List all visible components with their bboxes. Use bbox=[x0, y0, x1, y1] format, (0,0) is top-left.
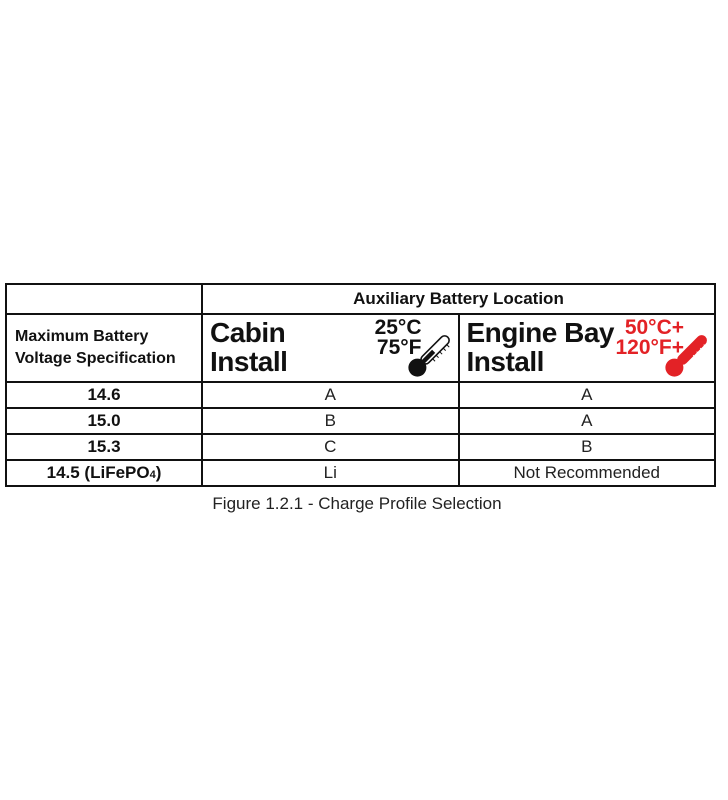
thermometer-icon bbox=[665, 335, 707, 377]
cabin-install-label: Cabin Install bbox=[210, 317, 288, 377]
table-row: 15.0 B A bbox=[5, 407, 716, 435]
voltage-cell: 14.6 bbox=[5, 381, 203, 409]
engine-temp-f: 120°F+ bbox=[615, 336, 684, 359]
voltage-subscript: 4 bbox=[149, 469, 156, 481]
spec-header-line2: Voltage Specification bbox=[15, 350, 176, 367]
cabin-label-line1: Cabin bbox=[210, 317, 286, 348]
engine-temperature: 50°C+ 120°F+ bbox=[615, 316, 684, 359]
voltage-cell: 14.5 (LiFePO4) bbox=[5, 459, 203, 487]
engine-profile-cell: Not Recommended bbox=[457, 459, 716, 487]
cabin-temp-c: 25°C bbox=[374, 316, 422, 339]
table-row: 15.3 C B bbox=[5, 433, 716, 461]
engine-profile-cell: A bbox=[457, 407, 716, 435]
cabin-temp-f: 75°F bbox=[376, 336, 422, 359]
cabin-install-header: Cabin Install 25°C 75°F bbox=[201, 313, 460, 383]
spec-header-line1: Maximum Battery bbox=[15, 328, 149, 345]
spec-header: Maximum Battery Voltage Specification bbox=[5, 313, 203, 383]
engine-temp-c: 50°C+ bbox=[624, 316, 684, 339]
cabin-label-line2: Install bbox=[210, 346, 288, 377]
table-subheader-row: Maximum Battery Voltage Specification Ca… bbox=[5, 313, 716, 383]
engine-label-line1: Engine Bay bbox=[466, 317, 615, 348]
empty-corner-cell bbox=[5, 283, 203, 315]
cabin-profile-cell: Li bbox=[201, 459, 460, 487]
table-row: 14.5 (LiFePO4) Li Not Recommended bbox=[5, 459, 716, 487]
engine-bay-install-label: Engine Bay Install bbox=[466, 317, 615, 377]
charge-profile-table: Auxiliary Battery Location Maximum Batte… bbox=[5, 283, 716, 487]
engine-profile-cell: A bbox=[457, 381, 716, 409]
cabin-profile-cell: C bbox=[201, 433, 460, 461]
voltage-cell: 15.0 bbox=[5, 407, 203, 435]
location-header: Auxiliary Battery Location bbox=[201, 283, 716, 315]
voltage-cell: 15.3 bbox=[5, 433, 203, 461]
voltage-text: 14.5 (LiFePO bbox=[46, 463, 150, 482]
table-header-row: Auxiliary Battery Location bbox=[5, 283, 716, 315]
thermometer-icon bbox=[407, 335, 450, 377]
charge-profile-table-container: Auxiliary Battery Location Maximum Batte… bbox=[5, 283, 716, 487]
figure-caption: Figure 1.2.1 - Charge Profile Selection bbox=[212, 494, 502, 513]
voltage-text-end: ) bbox=[155, 463, 162, 482]
table-row: 14.6 A A bbox=[5, 381, 716, 409]
cabin-temperature: 25°C 75°F bbox=[374, 316, 422, 359]
engine-label-line2: Install bbox=[466, 346, 545, 377]
engine-bay-install-header: Engine Bay Install 50°C+ 120°F+ bbox=[457, 313, 716, 383]
cabin-profile-cell: B bbox=[201, 407, 460, 435]
cabin-profile-cell: A bbox=[201, 381, 460, 409]
engine-profile-cell: B bbox=[457, 433, 716, 461]
